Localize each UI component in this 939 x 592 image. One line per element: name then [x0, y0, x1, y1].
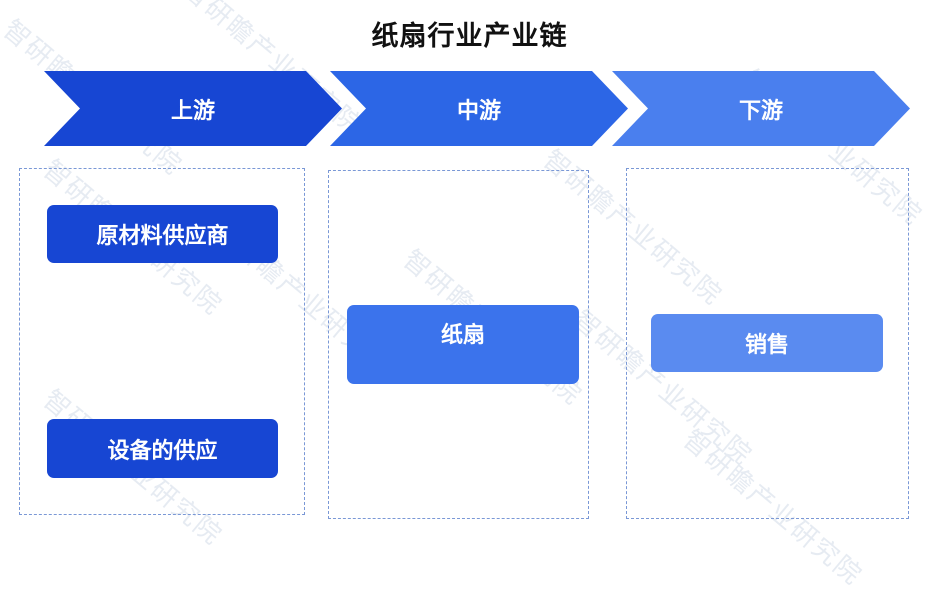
- upstream-node-equipment: 设备的供应: [47, 419, 278, 478]
- upstream-box: [19, 168, 305, 515]
- midstream-box: [328, 170, 589, 519]
- downstream-chevron-shape: [612, 71, 910, 146]
- midstream-chevron-shape: [330, 71, 628, 146]
- downstream-node-sales: 销售: [651, 314, 883, 372]
- midstream-node-paper-fan: 纸扇: [347, 305, 579, 384]
- stage-upstream: 上游: [44, 71, 342, 146]
- stage-label-midstream: 中游: [456, 98, 501, 124]
- stage-midstream: 中游: [330, 71, 628, 146]
- upstream-node-raw-materials: 原材料供应商: [47, 205, 278, 263]
- stage-downstream: 下游: [612, 71, 910, 146]
- downstream-box: [626, 168, 909, 519]
- stage-label-upstream: 上游: [170, 98, 215, 124]
- stage-label-downstream: 下游: [738, 98, 783, 124]
- diagram-title: 纸扇行业产业链: [371, 21, 568, 52]
- upstream-chevron-shape: [44, 71, 342, 146]
